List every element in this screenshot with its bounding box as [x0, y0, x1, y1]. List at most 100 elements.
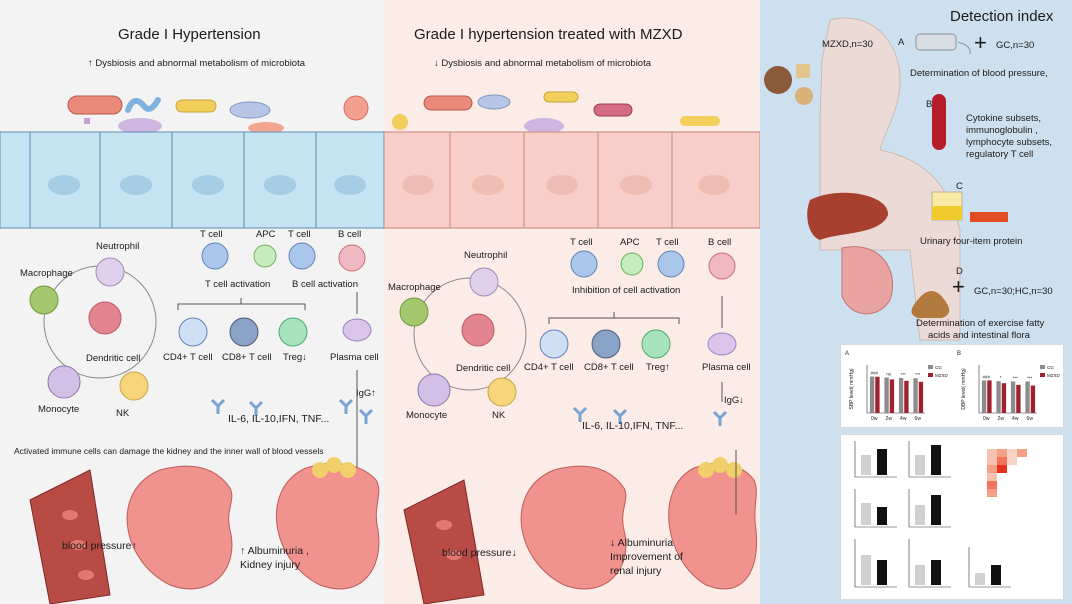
label-dendritic-cell: Dendritic cell	[456, 363, 511, 374]
label-cytokines: IL-6, IL-10,IFN, TNF...	[582, 420, 684, 432]
label-cd4-t-cell: CD4+ T cell	[524, 362, 574, 373]
label-dendritic-cell: Dendritic cell	[86, 353, 141, 364]
blood-vessel-icon	[403, 479, 485, 604]
dendritic-cell-icon	[88, 301, 122, 335]
blood-vessel-icon	[29, 469, 111, 604]
chart-y-label: DBP level( mmHg)	[961, 368, 967, 410]
label-monocyte: Monocyte	[406, 410, 448, 421]
chart-significance-label: ***	[901, 372, 907, 377]
label-t-cell: T cell	[656, 237, 679, 248]
antibody-icon	[210, 398, 374, 424]
panel-subtitle: ↑ Dysbiosis and abnormal metabolism of m…	[88, 58, 306, 69]
label-damage-note: Activated immune cells can damage the ki…	[14, 446, 324, 456]
label-albuminuria: ↑ Albuminuria ,	[240, 545, 309, 557]
chart-significance-label: ***	[915, 372, 921, 377]
monocyte-icon	[47, 365, 81, 399]
kidney-icon	[275, 463, 380, 590]
chart-panel-letter: A	[845, 351, 849, 357]
label-apc: APC	[620, 237, 640, 248]
kidney-icon	[126, 465, 233, 590]
treg-icon	[641, 329, 671, 359]
chart-x-tick-label: 2w	[886, 416, 893, 422]
label-nk: NK	[492, 410, 506, 421]
chart-bar	[1030, 385, 1036, 413]
label-t-cell: T cell	[200, 229, 223, 240]
bracket	[548, 312, 680, 324]
chart-significance-label: ###	[870, 371, 878, 376]
label-treg: Treg↑	[646, 362, 670, 373]
panel-grade-1-hypertension: Grade I Hypertension ↑ Dysbiosis and abn…	[0, 0, 384, 604]
plus-icon: +	[952, 274, 965, 299]
cd4-t-cell-icon	[539, 329, 569, 359]
chart-x-tick-label: 6w	[915, 416, 922, 422]
panel-title: Grade I Hypertension	[118, 26, 261, 43]
label-b-line-1: Cytokine subsets,	[966, 113, 1041, 124]
intestine-icon	[841, 246, 894, 315]
label-mzxd-group: MZXD,n=30	[822, 39, 873, 50]
label-apc: APC	[256, 229, 276, 240]
chart-legend-label: MZXD	[1047, 373, 1060, 378]
bracket	[177, 298, 306, 310]
t-cell-icon	[288, 242, 316, 270]
urine-cup-icon	[931, 191, 1008, 222]
cd4-t-cell-icon	[178, 317, 208, 347]
label-b-line-3: lymphocyte subsets,	[966, 137, 1053, 148]
innate-cell-ring	[413, 277, 527, 391]
macrophage-icon	[29, 285, 59, 315]
chart-bar	[889, 379, 895, 413]
label-gc-hc-group: GC,n=30;HC,n=30	[974, 286, 1053, 297]
left-illustration	[0, 95, 384, 604]
chart-bar	[875, 376, 880, 413]
label-albuminuria: ↓ Albuminuria	[610, 537, 674, 549]
label-cd4-t-cell: CD4+ T cell	[163, 352, 213, 363]
label-b-line-4: regulatory T cell	[966, 149, 1034, 160]
label-b-line-2: immunoglobulin ,	[966, 125, 1038, 136]
chart-significance-label: ***	[1013, 375, 1019, 380]
label-nk: NK	[116, 408, 130, 419]
chart-x-tick-label: 0w	[983, 416, 990, 422]
chart-legend-label: CG	[1047, 365, 1054, 370]
t-cell-icon	[570, 250, 598, 278]
label-igg: IgG↑	[356, 388, 377, 399]
label-b-cell-activation: B cell activation	[292, 279, 359, 290]
plasma-cell-icon	[342, 318, 372, 342]
b-cell-icon	[708, 252, 736, 280]
microbiota-icon	[392, 91, 720, 134]
label-d: D	[956, 266, 963, 277]
blood-tube-icon	[932, 94, 946, 150]
chart-bar	[1025, 381, 1030, 413]
microbiota-icon	[67, 95, 369, 134]
panel-detection-index: Detection index MZXD,n=30 A + GC,n=30	[760, 0, 1072, 604]
chart-bar	[918, 381, 924, 413]
label-kidney-injury: Kidney injury	[240, 559, 301, 571]
label-d-line-2: acids and intestinal flora	[928, 330, 1030, 341]
label-treg: Treg↓	[283, 352, 307, 363]
chart-panel-letter: B	[957, 351, 961, 357]
nk-cell-icon	[487, 377, 517, 407]
label-macrophage: Macrophage	[388, 282, 441, 293]
panel-subtitle: ↓ Dysbiosis and abnormal metabolism of m…	[434, 58, 652, 69]
label-blood-pressure: blood pressure↓	[442, 547, 517, 559]
treg-icon	[278, 317, 308, 347]
chart-legend-swatch	[928, 365, 933, 369]
label-improvement: Improvement of	[610, 551, 683, 563]
intestinal-epithelium-icon	[0, 131, 384, 229]
chart-significance-label: *	[1000, 375, 1002, 380]
chart-x-tick-label: 2w	[998, 416, 1005, 422]
supplementary-figure	[840, 434, 1064, 600]
label-neutrophil: Neutrophil	[96, 241, 140, 252]
label-inhibition: Inhibition of cell activation	[572, 285, 681, 296]
dendritic-cell-icon	[461, 313, 495, 347]
stool-sample-icon	[911, 291, 950, 318]
chart-legend-swatch	[928, 373, 933, 377]
chart-x-tick-label: 0w	[871, 416, 878, 422]
apc-icon	[620, 252, 644, 276]
cd8-t-cell-icon	[591, 329, 621, 359]
label-urinary-protein: Urinary four-item protein	[920, 236, 1023, 247]
label-b-cell: B cell	[338, 229, 362, 240]
chart-bar	[898, 377, 904, 413]
chart-legend-swatch	[1040, 365, 1045, 369]
chart-bar	[981, 380, 987, 413]
